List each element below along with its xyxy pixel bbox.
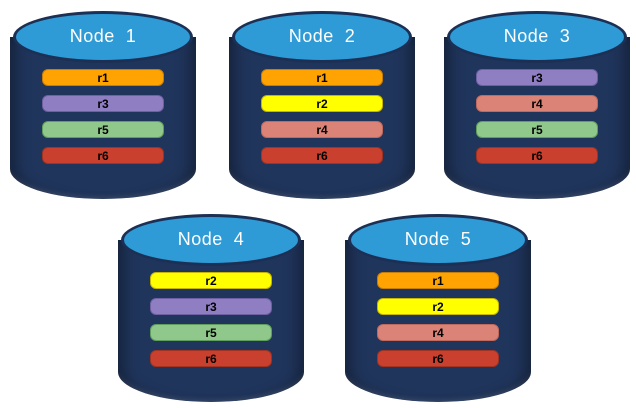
replica-label: r4 [316,122,328,137]
replica-bar-r6: r6 [150,350,272,367]
node-title: Node 3 [503,25,571,46]
replica-label: r2 [432,299,444,314]
node-title: Node 5 [404,228,472,249]
node-1-cylinder: Node 1 r1 r3 r5 r6 [10,9,196,199]
replica-list: r2 r3 r5 r6 [118,272,304,367]
replica-label: r3 [531,70,543,85]
cylinder-body [444,37,630,199]
replica-bar-r3: r3 [42,95,164,112]
replica-bar-r1: r1 [377,272,499,289]
cylinder-top: Node 5 [348,214,528,266]
replica-label: r1 [432,273,444,288]
replica-bar-r6: r6 [377,350,499,367]
replica-bar-r2: r2 [377,298,499,315]
node-title: Node 1 [69,25,137,46]
node-4-cylinder: Node 4 r2 r3 r5 r6 [118,212,304,402]
replica-label: r6 [531,148,543,163]
node-5-cylinder: Node 5 r1 r2 r4 r6 [345,212,531,402]
replica-label: r2 [316,96,328,111]
replica-label: r3 [205,299,217,314]
replica-label: r4 [531,96,543,111]
replica-list: r1 r3 r5 r6 [10,69,196,164]
replica-bar-r3: r3 [150,298,272,315]
replica-label: r6 [432,351,444,366]
cylinder-top: Node 4 [121,214,301,266]
replica-bar-r4: r4 [377,324,499,341]
replica-label: r5 [531,122,543,137]
node-2-cylinder: Node 2 r1 r2 r4 r6 [229,9,415,199]
replica-bar-r6: r6 [261,147,383,164]
replica-bar-r2: r2 [261,95,383,112]
replica-label: r6 [316,148,328,163]
cylinder-body [229,37,415,199]
replica-bar-r5: r5 [476,121,598,138]
replica-label: r6 [205,351,217,366]
cylinder-top: Node 1 [13,11,193,63]
replica-bar-r1: r1 [261,69,383,86]
replica-label: r5 [205,325,217,340]
node-3-cylinder: Node 3 r3 r4 r5 r6 [444,9,630,199]
replica-list: r3 r4 r5 r6 [444,69,630,164]
replica-bar-r2: r2 [150,272,272,289]
replica-bar-r4: r4 [476,95,598,112]
replica-label: r1 [316,70,328,85]
replica-label: r2 [205,273,217,288]
replica-bar-r3: r3 [476,69,598,86]
replica-bar-r4: r4 [261,121,383,138]
replica-bar-r5: r5 [150,324,272,341]
node-title: Node 4 [177,228,245,249]
node-title: Node 2 [288,25,356,46]
replica-label: r1 [97,70,109,85]
cylinder-body [10,37,196,199]
replica-label: r3 [97,96,109,111]
replica-bar-r6: r6 [42,147,164,164]
replica-label: r4 [432,325,444,340]
cylinder-body [345,240,531,402]
replica-label: r5 [97,122,109,137]
replica-bar-r6: r6 [476,147,598,164]
replica-label: r6 [97,148,109,163]
cylinder-top: Node 2 [232,11,412,63]
replica-bar-r5: r5 [42,121,164,138]
replica-list: r1 r2 r4 r6 [229,69,415,164]
cylinder-top: Node 3 [447,11,627,63]
cylinder-body [118,240,304,402]
replica-list: r1 r2 r4 r6 [345,272,531,367]
replica-bar-r1: r1 [42,69,164,86]
